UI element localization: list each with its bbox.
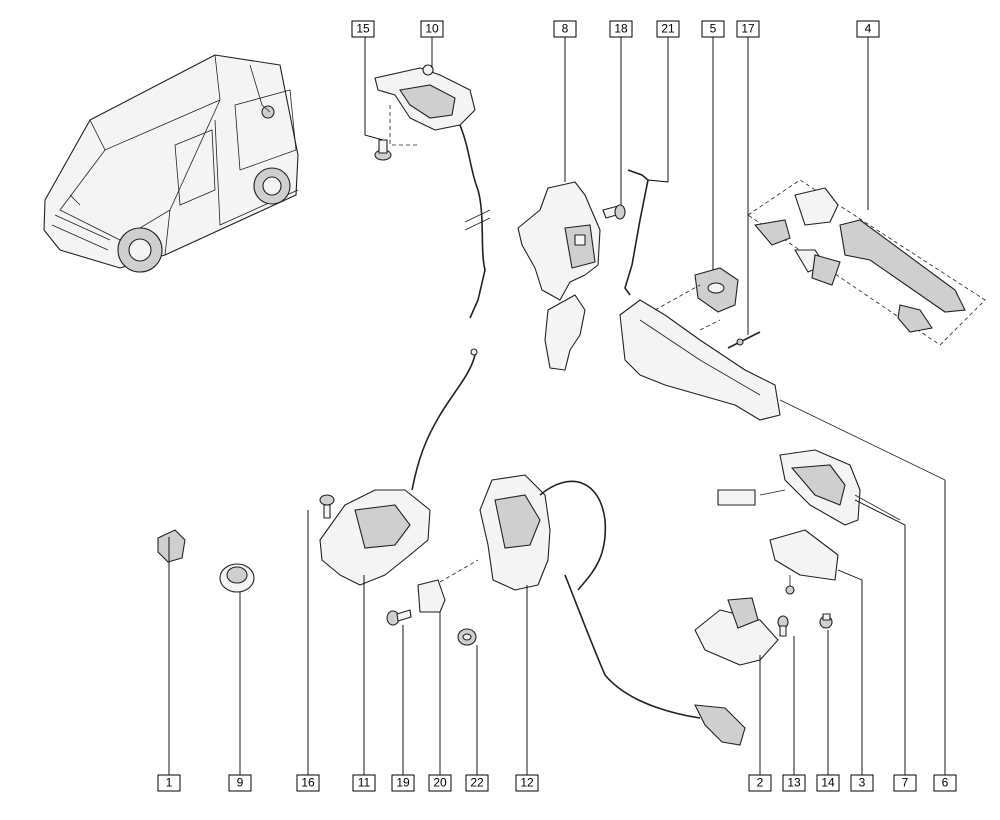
callout-11: 11: [352, 774, 376, 792]
callout-22: 22: [465, 774, 489, 792]
screw-part-14: [819, 613, 833, 629]
svg-text:6: 6: [942, 776, 949, 790]
callout-20: 20: [428, 774, 452, 792]
svg-text:13: 13: [787, 776, 801, 790]
svg-text:18: 18: [614, 22, 628, 36]
svg-text:7: 7: [902, 776, 909, 790]
screw-part-19: [386, 609, 412, 626]
callout-21: 21: [656, 20, 680, 38]
callout-13: 13: [782, 774, 806, 792]
screw-part-16: [319, 494, 335, 519]
svg-text:14: 14: [821, 776, 835, 790]
svg-text:21: 21: [661, 22, 675, 36]
gasket-part-5: [694, 267, 739, 313]
callout-7: 7: [893, 774, 917, 792]
svg-text:12: 12: [520, 776, 534, 790]
inner-handle-part-7: [717, 449, 901, 526]
screw-part-15: [374, 139, 392, 161]
callout-5: 5: [701, 20, 725, 38]
switch-part-2: [694, 597, 779, 666]
svg-text:5: 5: [710, 22, 717, 36]
svg-text:16: 16: [301, 776, 315, 790]
vehicle-illustration: [43, 54, 299, 273]
plug-part-9: [219, 563, 255, 593]
svg-text:8: 8: [562, 22, 569, 36]
screw-part-13: [777, 615, 789, 637]
rod-part-21: [624, 169, 649, 296]
callout-19: 19: [391, 774, 415, 792]
callout-2: 2: [748, 774, 772, 792]
svg-text:15: 15: [356, 22, 370, 36]
callout-17: 17: [736, 20, 760, 38]
screw-part-18: [602, 204, 626, 220]
callout-10: 10: [420, 20, 444, 38]
callout-16: 16: [296, 774, 320, 792]
callout-18: 18: [609, 20, 633, 38]
bracket-part-3: [769, 529, 839, 595]
callout-14: 14: [816, 774, 840, 792]
pin-part-17: [727, 331, 761, 349]
callout-3: 3: [850, 774, 874, 792]
striker-part-8: [517, 181, 601, 371]
grommet-part-1: [157, 529, 186, 563]
callout-9: 9: [228, 774, 252, 792]
callout-8: 8: [553, 20, 577, 38]
latch-part-10: [374, 64, 491, 319]
nut-part-22: [457, 628, 477, 646]
svg-text:20: 20: [433, 776, 447, 790]
handle-frame-part-6: [619, 284, 946, 481]
callout-15: 15: [351, 20, 375, 38]
latch-part-11: [319, 348, 478, 586]
svg-text:11: 11: [358, 776, 371, 790]
svg-text:17: 17: [741, 22, 755, 36]
svg-text:9: 9: [237, 776, 244, 790]
svg-text:1: 1: [166, 776, 173, 790]
svg-text:19: 19: [396, 776, 410, 790]
svg-text:2: 2: [757, 776, 764, 790]
callout-4: 4: [856, 20, 880, 38]
svg-text:10: 10: [425, 22, 439, 36]
outer-handle-part-4: [747, 179, 986, 346]
door-lock-part-12: [479, 474, 746, 746]
callout-12: 12: [515, 774, 539, 792]
callout-6: 6: [933, 774, 957, 792]
leader-lines: [168, 36, 946, 775]
svg-text:22: 22: [470, 776, 484, 790]
svg-text:4: 4: [865, 22, 872, 36]
clip-part-20: [417, 559, 479, 613]
svg-text:3: 3: [859, 776, 866, 790]
callout-1: 1: [157, 774, 181, 792]
